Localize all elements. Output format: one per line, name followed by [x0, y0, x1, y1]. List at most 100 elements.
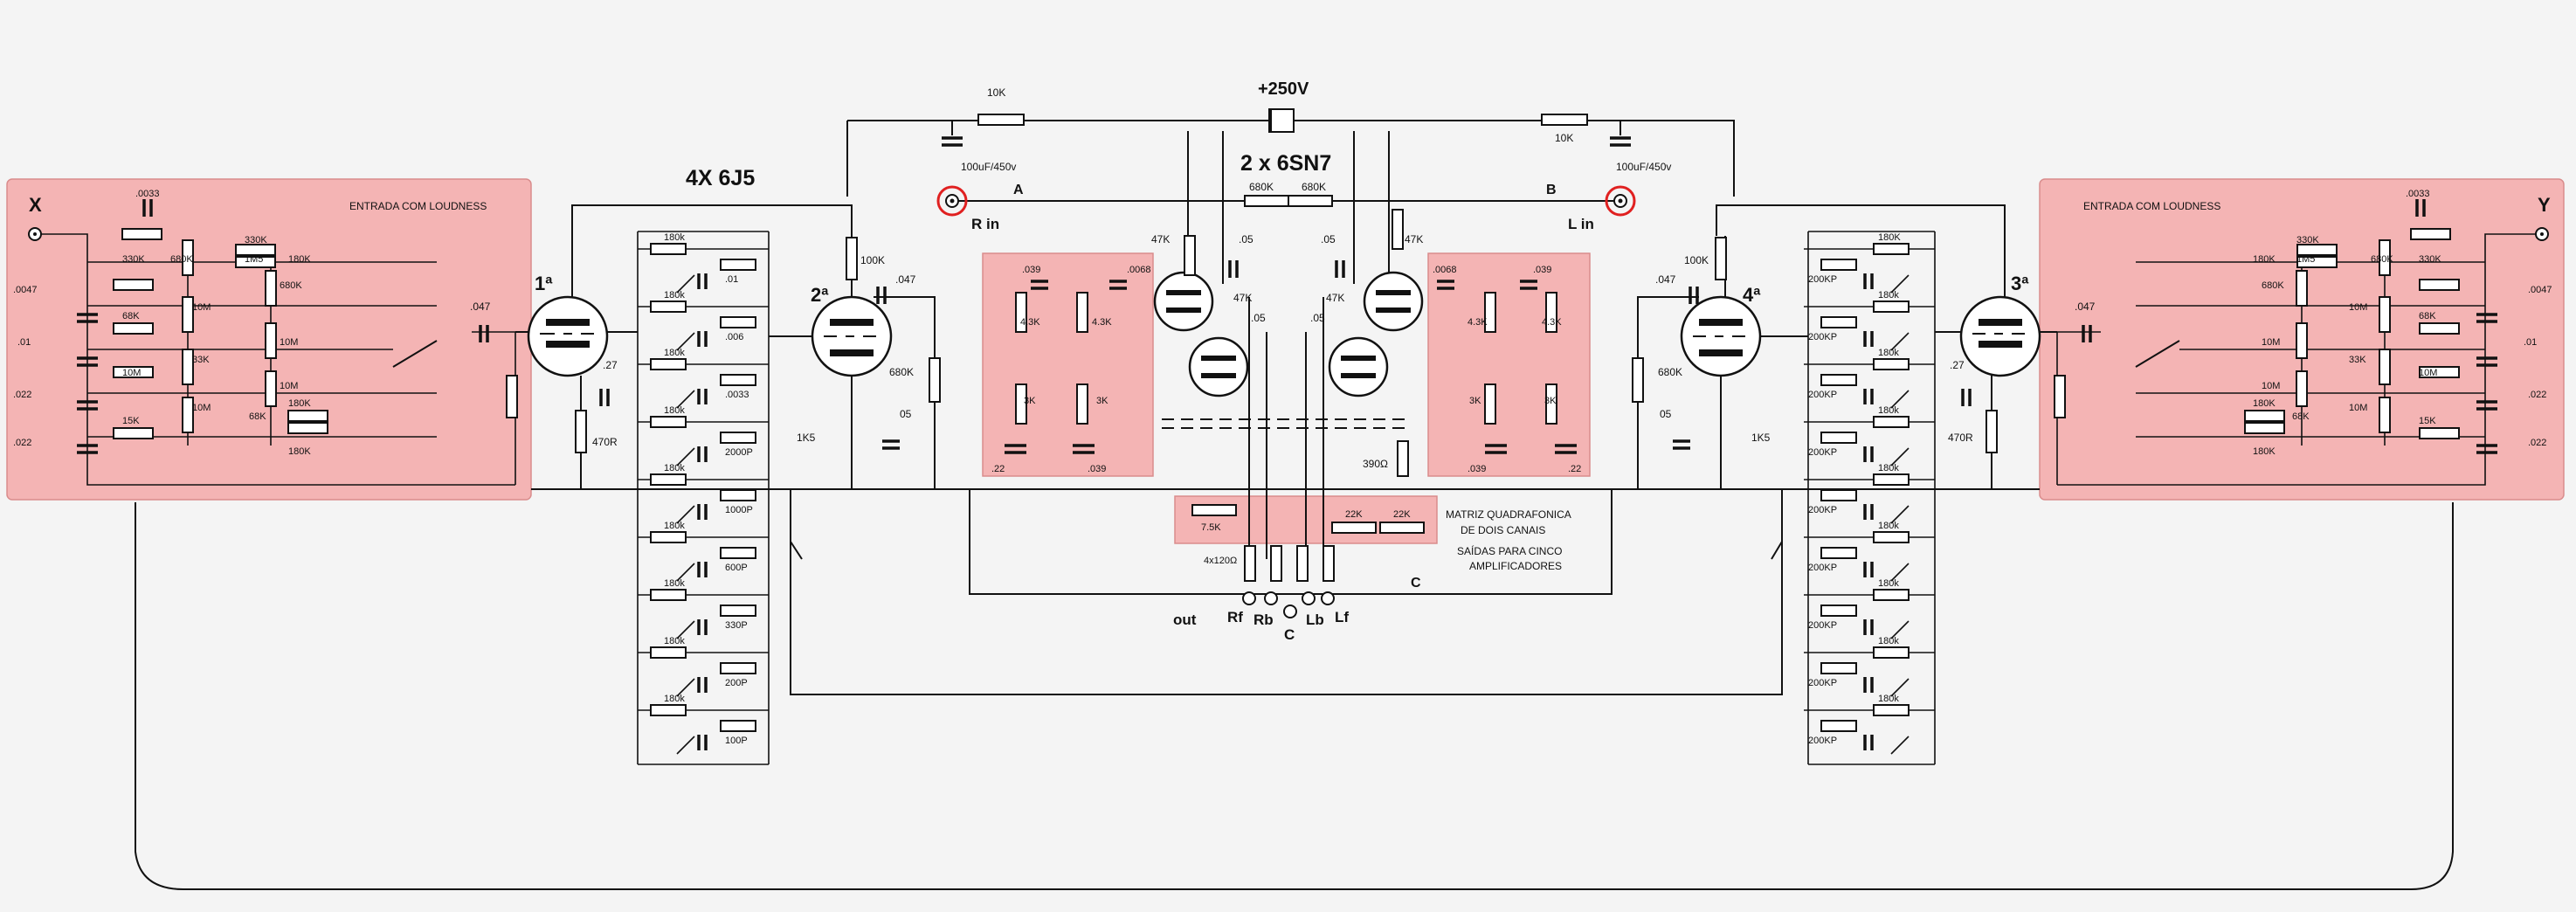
loud-right-val-10: .022	[2528, 438, 2546, 448]
tubes-center-label: 2 x 6SN7	[1240, 151, 1331, 176]
loudness-right-label: ENTRADA COM LOUDNESS	[2083, 200, 2220, 212]
loud-right-val-21: 10M	[2349, 403, 2367, 413]
val-cathode-5: .27	[603, 359, 618, 371]
loud-left-val-18: 10M	[280, 381, 298, 391]
eq-right-label-7-a: 180k	[1878, 636, 1899, 646]
val-cathode-4: 470R	[1948, 432, 1973, 444]
val-matrix-2: 22K	[1345, 509, 1363, 520]
val-supply-right-r: 10K	[1555, 132, 1573, 144]
eq-left-label-7-b: 200P	[725, 678, 748, 688]
input-markers	[936, 185, 1636, 217]
eq-left-label-2-a: 180k	[664, 348, 685, 358]
input-y-label: Y	[2538, 194, 2551, 216]
val-matrix-3: 22K	[1393, 509, 1411, 520]
tube-stage-3	[1959, 295, 2041, 377]
loud-right-val-5: 180K	[2253, 254, 2276, 265]
eq-left-label-4-a: 180k	[664, 463, 685, 473]
eq-left-label-5-b: 600P	[725, 563, 748, 573]
loud-right-val-8: .01	[2524, 337, 2537, 348]
loud-right-val-1: 330K	[2419, 254, 2441, 265]
eq-right-label-3-b: 200KP	[1808, 447, 1837, 458]
stage-2-label: 2ª	[811, 284, 829, 306]
stage-1-label: 1ª	[535, 273, 553, 294]
loud-right-val-6: 680K	[2262, 280, 2284, 291]
val-center-3: 47K	[1233, 292, 1252, 304]
loud-right-val-7: .0047	[2528, 285, 2552, 295]
loudness-right-values: .0033330K680K330K1M5180K680K.0047.01.022…	[2253, 189, 2552, 457]
loud-right-val-20: 180K	[2253, 446, 2276, 457]
eq-left-label-4-b: 1000P	[725, 505, 753, 515]
loud-left-val-17: 15K	[122, 416, 140, 426]
val-cathode-8: 1K5	[1751, 432, 1771, 444]
val-supply-right-c: 100uF/450v	[1616, 161, 1671, 173]
loud-left-val-3: 330K	[245, 235, 267, 245]
val-cathode-2: 05	[1660, 408, 1672, 420]
eq-right-values: 180K200KP180k200KP180k200KP180k200KP180k…	[1808, 232, 1901, 746]
val-cathode-1: 05	[900, 408, 912, 420]
selector-switches	[392, 340, 2180, 368]
stage-4-label: 4ª	[1743, 284, 1761, 306]
eq-right-label-6-b: 200KP	[1808, 620, 1837, 631]
val-supply-left-c: 100uF/450v	[961, 161, 1016, 173]
val-phase-r-8: .22	[1568, 464, 1581, 474]
val-cathode-7: 1K5	[797, 432, 816, 444]
val-matrix-1: 7.5K	[1201, 522, 1221, 533]
loud-right-val-12: 10M	[2349, 302, 2367, 313]
eq-right-label-8-b: 200KP	[1808, 736, 1837, 746]
val-supply-left-r: 10K	[987, 86, 1005, 99]
val-center-6: .05	[1321, 233, 1336, 245]
tube-6sn7-a	[1153, 271, 1249, 397]
input-jacks	[28, 227, 2549, 241]
val-center-2: 47K	[1405, 233, 1423, 245]
val-grid-right: 680K	[1658, 366, 1682, 378]
loud-left-val-2: 680K	[170, 254, 193, 265]
eq-ladder-left	[638, 243, 769, 755]
matrix-note-2: DE DOIS CANAIS	[1461, 524, 1545, 536]
tubes-left-label: 4X 6J5	[686, 166, 755, 190]
loud-right-val-9: .022	[2528, 390, 2546, 400]
eq-right-label-7-b: 200KP	[1808, 678, 1837, 688]
rb-label: Rb	[1253, 611, 1274, 628]
val-phase-r-3: 4.3K	[1468, 317, 1488, 328]
eq-left-label-3-b: 2000P	[725, 447, 753, 458]
val-center-9: 390Ω	[1363, 458, 1388, 470]
matrix-note-4: AMPLIFICADORES	[1469, 560, 1562, 572]
loud-left-val-8: .01	[17, 337, 31, 348]
tube-6sn7-b	[1328, 271, 1424, 397]
loud-right-val-16: 68K	[2292, 411, 2310, 422]
out-label: out	[1173, 611, 1197, 628]
loud-left-val-20: 180K	[288, 446, 311, 457]
val-phase-r-1: .0068	[1433, 265, 1457, 275]
val-phase-l-7: .22	[991, 464, 1005, 474]
stage-3-label: 3ª	[2011, 273, 2029, 294]
loud-right-val-2: 680K	[2371, 254, 2393, 265]
eq-right-label-8-a: 180k	[1878, 694, 1899, 704]
loud-left-val-0: .0033	[135, 189, 160, 199]
eq-right-label-1-a: 180k	[1878, 290, 1899, 301]
val-center-5: .05	[1239, 233, 1253, 245]
lf-label: Lf	[1335, 609, 1349, 625]
matrix-note-3: SAÍDAS PARA CINCO	[1457, 544, 1562, 557]
loud-right-val-13: 10M	[2419, 368, 2437, 378]
eq-right-label-1-b: 200KP	[1808, 332, 1837, 342]
eq-left-label-8-b: 100P	[725, 736, 748, 746]
loud-left-val-6: 680K	[280, 280, 302, 291]
loud-left-val-7: .0047	[13, 285, 38, 295]
loud-right-val-15: 10M	[2262, 337, 2280, 348]
loud-left-val-11: 68K	[122, 311, 140, 321]
val-phase-l-1: .039	[1022, 265, 1040, 275]
loud-right-val-4: 1M5	[2296, 254, 2315, 265]
loud-left-val-19: 180K	[288, 398, 311, 409]
tube-stage-4	[1680, 295, 1762, 377]
input-x-label: X	[29, 194, 42, 216]
val-coupling-1: .047	[895, 273, 916, 286]
val-phase-r-4: 4.3K	[1542, 317, 1562, 328]
val-divider-1: 680K	[1249, 181, 1274, 193]
loud-right-val-3: 330K	[2296, 235, 2319, 245]
l-in-label: L in	[1568, 216, 1594, 232]
loud-left-val-9: .022	[13, 390, 31, 400]
loud-left-val-13: 10M	[122, 368, 141, 378]
supply-terminal	[1270, 108, 1295, 133]
val-center-1: 47K	[1151, 233, 1170, 245]
